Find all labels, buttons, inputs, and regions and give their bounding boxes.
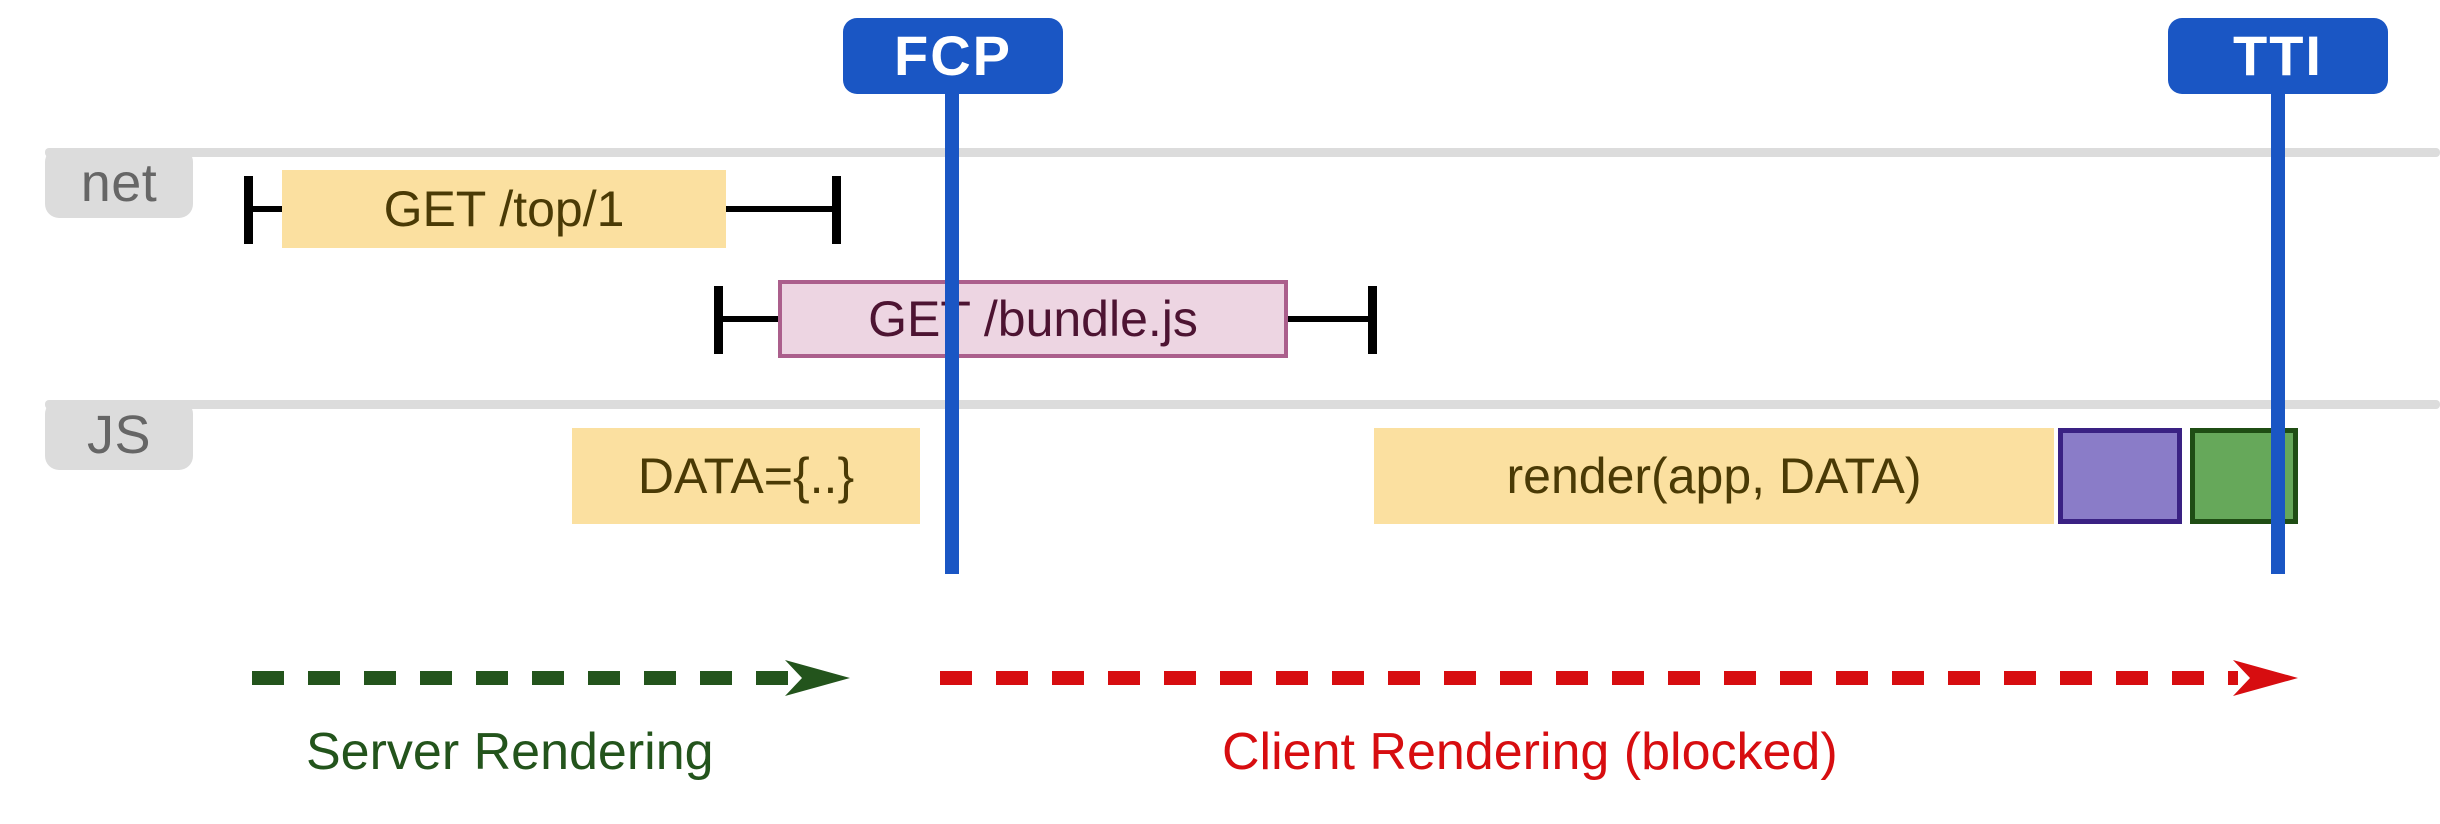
task-label-data-assign: DATA={..} bbox=[637, 448, 855, 504]
whisker-cap-right-get-bundle bbox=[1368, 286, 1377, 354]
marker-badge-tti[interactable]: TTI bbox=[2168, 18, 2388, 94]
task-label-render-app: render(app, DATA) bbox=[1506, 448, 1922, 504]
task-box-purple[interactable] bbox=[2058, 428, 2182, 524]
marker-line-fcp bbox=[945, 92, 959, 574]
task-box-data-assign[interactable]: DATA={..} bbox=[572, 428, 920, 524]
lane-label-js: JS bbox=[45, 400, 193, 470]
whisker-cap-left-get-bundle bbox=[714, 286, 723, 354]
marker-line-tti bbox=[2271, 92, 2285, 574]
marker-badge-fcp[interactable]: FCP bbox=[843, 18, 1063, 94]
lane-line-net bbox=[45, 148, 2440, 157]
marker-badge-tti-label: TTI bbox=[2233, 24, 2323, 87]
lane-label-net: net bbox=[45, 148, 193, 218]
legend-label-client: Client Rendering (blocked) bbox=[1222, 726, 1838, 778]
task-label-get-bundle: GET /bundle.js bbox=[868, 291, 1198, 347]
task-box-get-bundle[interactable]: GET /bundle.js bbox=[778, 280, 1288, 358]
lane-label-net-text: net bbox=[80, 153, 158, 213]
legend-label-client-text: Client Rendering (blocked) bbox=[1222, 723, 1838, 781]
task-box-render-app[interactable]: render(app, DATA) bbox=[1374, 428, 2054, 524]
task-label-get-top: GET /top/1 bbox=[383, 181, 625, 237]
legend-label-server: Server Rendering bbox=[306, 726, 714, 778]
whisker-cap-right-get-top bbox=[832, 176, 841, 244]
lane-line-js bbox=[45, 400, 2440, 409]
whisker-cap-left-get-top bbox=[244, 176, 253, 244]
task-box-get-top[interactable]: GET /top/1 bbox=[282, 170, 726, 248]
marker-badge-fcp-label: FCP bbox=[894, 24, 1012, 87]
legend-arrow-client bbox=[940, 660, 2298, 696]
lane-label-js-text: JS bbox=[86, 405, 152, 465]
legend-arrow-server bbox=[252, 660, 850, 696]
legend-label-server-text: Server Rendering bbox=[306, 723, 714, 781]
